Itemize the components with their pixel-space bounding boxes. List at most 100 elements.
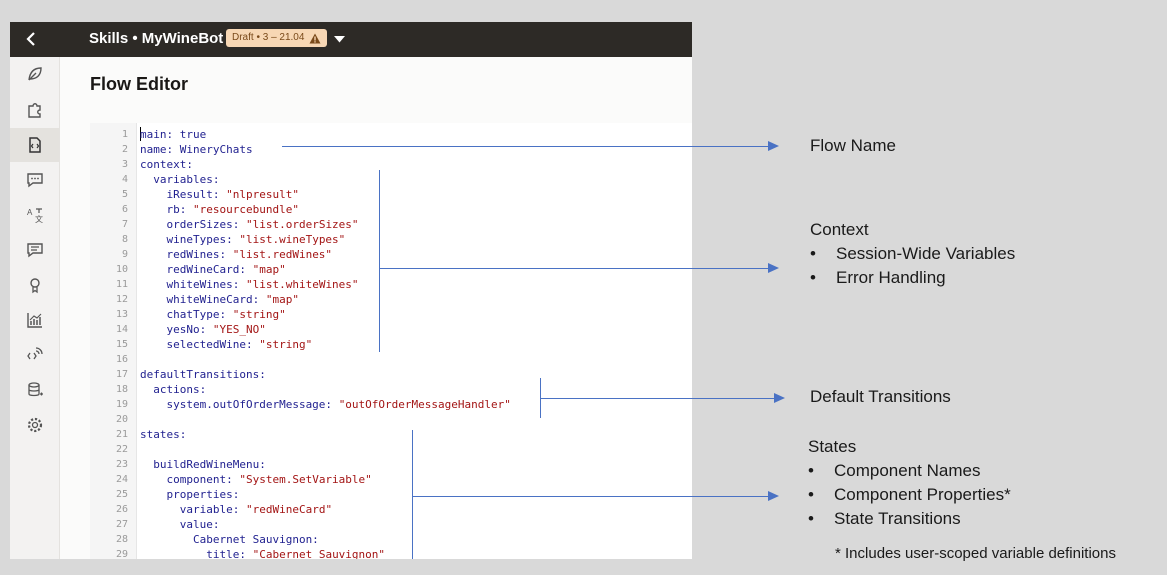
bullet-text: Session-Wide Variables xyxy=(836,244,1016,263)
code-line: whiteWines: "list.whiteWines" xyxy=(140,277,359,292)
code-value: "string" xyxy=(259,338,313,351)
code-key: variables: xyxy=(140,173,220,186)
line-number: 14 xyxy=(115,324,128,335)
states-bullet: • Component Names xyxy=(808,461,980,481)
flow-name-label: Flow Name xyxy=(810,136,896,155)
context-label: Context xyxy=(810,220,869,239)
code-key: value: xyxy=(140,518,220,531)
back-button[interactable] xyxy=(22,30,40,48)
code-value: "map" xyxy=(265,293,299,306)
code-line: properties: xyxy=(140,487,239,502)
line-number: 29 xyxy=(115,549,128,559)
code-value: true xyxy=(179,128,207,141)
bullet-text: Component Properties* xyxy=(834,485,1011,504)
nav-item-chat[interactable] xyxy=(10,163,59,197)
code-line: redWineCard: "map" xyxy=(140,262,286,277)
code-key: redWines: xyxy=(140,248,233,261)
code-value: "resourcebundle" xyxy=(192,203,299,216)
bullet-text: Component Names xyxy=(834,461,981,480)
code-key: redWineCard: xyxy=(140,263,253,276)
nav-item-analytics[interactable] xyxy=(10,303,59,337)
award-icon xyxy=(29,278,40,294)
nav-item-puzzle[interactable] xyxy=(10,93,59,127)
flow-file-icon xyxy=(28,137,41,153)
code-key: wineTypes: xyxy=(140,233,240,246)
analytics-icon xyxy=(26,313,42,328)
code-line: defaultTransitions: xyxy=(140,367,266,382)
code-value: "list.orderSizes" xyxy=(245,218,359,231)
code-value: "outOfOrderMessageHandler" xyxy=(338,398,511,411)
code-key: system.outOfOrderMessage: xyxy=(140,398,339,411)
line-number: 9 xyxy=(121,249,128,260)
code-key: context: xyxy=(140,158,193,171)
settings-icon xyxy=(27,417,42,433)
code-line: Cabernet Sauvignon: xyxy=(140,532,319,547)
code-key: whiteWines: xyxy=(140,278,246,291)
version-dropdown-button[interactable] xyxy=(332,33,346,45)
code-line: states: xyxy=(140,427,186,442)
draft-badge-label: Draft • 3 – 21.04 xyxy=(232,32,305,43)
code-key: actions: xyxy=(140,383,207,396)
code-value: "YES_NO" xyxy=(212,323,266,336)
code-key: component: xyxy=(140,473,240,486)
chat-icon xyxy=(26,173,43,188)
nav-item-settings[interactable] xyxy=(10,408,59,442)
line-number: 5 xyxy=(121,189,128,200)
code-key: title: xyxy=(140,548,253,559)
page-title: Flow Editor xyxy=(90,74,188,94)
line-number: 4 xyxy=(121,174,128,185)
context-arrow xyxy=(768,263,779,273)
nav-item-leaf[interactable] xyxy=(10,57,59,91)
code-value: "list.whiteWines" xyxy=(245,278,359,291)
nav-item-insights[interactable] xyxy=(10,268,59,302)
database-icon xyxy=(27,382,43,397)
bullet-dot: • xyxy=(808,461,814,480)
code-key: main: xyxy=(140,128,180,141)
line-number: 15 xyxy=(115,339,128,350)
code-value: "list.wineTypes" xyxy=(239,233,346,246)
svg-text:A: A xyxy=(27,208,33,217)
default-transitions-connector xyxy=(540,398,774,399)
bullet-dot: • xyxy=(808,485,814,504)
code-line: name: WineryChats xyxy=(140,142,253,157)
code-value: "nlpresult" xyxy=(226,188,299,201)
nav-item-channels[interactable] xyxy=(10,338,59,372)
line-number: 21 xyxy=(115,429,128,440)
code-line: variables: xyxy=(140,172,219,187)
states-arrow xyxy=(768,491,779,501)
line-number: 10 xyxy=(115,264,128,275)
flow-name-connector xyxy=(282,146,768,147)
channels-icon xyxy=(26,347,43,360)
nav-item-messages[interactable] xyxy=(10,233,59,267)
states-bullet: •State Transitions xyxy=(808,509,961,529)
states-bullet: • Component Properties* xyxy=(808,485,1011,505)
bullet-dot: • xyxy=(808,509,814,528)
states-bracket xyxy=(412,430,413,559)
text-cursor xyxy=(140,127,141,141)
code-key: orderSizes: xyxy=(140,218,246,231)
code-line: redWines: "list.redWines" xyxy=(140,247,332,262)
code-line: buildRedWineMenu: xyxy=(140,457,266,472)
code-line: component: "System.SetVariable" xyxy=(140,472,371,487)
code-key: selectedWine: xyxy=(140,338,260,351)
code-line: value: xyxy=(140,517,220,532)
chevron-left-icon xyxy=(26,32,35,46)
code-key: properties: xyxy=(140,488,240,501)
code-value: "map" xyxy=(252,263,286,276)
code-line: whiteWineCard: "map" xyxy=(140,292,299,307)
bullet-text: Error Handling xyxy=(836,268,946,287)
warning-icon xyxy=(309,33,321,43)
draft-badge[interactable]: Draft • 3 – 21.04 xyxy=(226,29,328,47)
code-key: defaultTransitions: xyxy=(140,368,266,381)
nav-item-data[interactable] xyxy=(10,373,59,407)
code-key: buildRedWineMenu: xyxy=(140,458,266,471)
code-line: context: xyxy=(140,157,193,172)
nav-item-flows[interactable] xyxy=(10,128,59,162)
default-transitions-label: Default Transitions xyxy=(810,387,951,406)
line-number: 19 xyxy=(115,399,128,410)
